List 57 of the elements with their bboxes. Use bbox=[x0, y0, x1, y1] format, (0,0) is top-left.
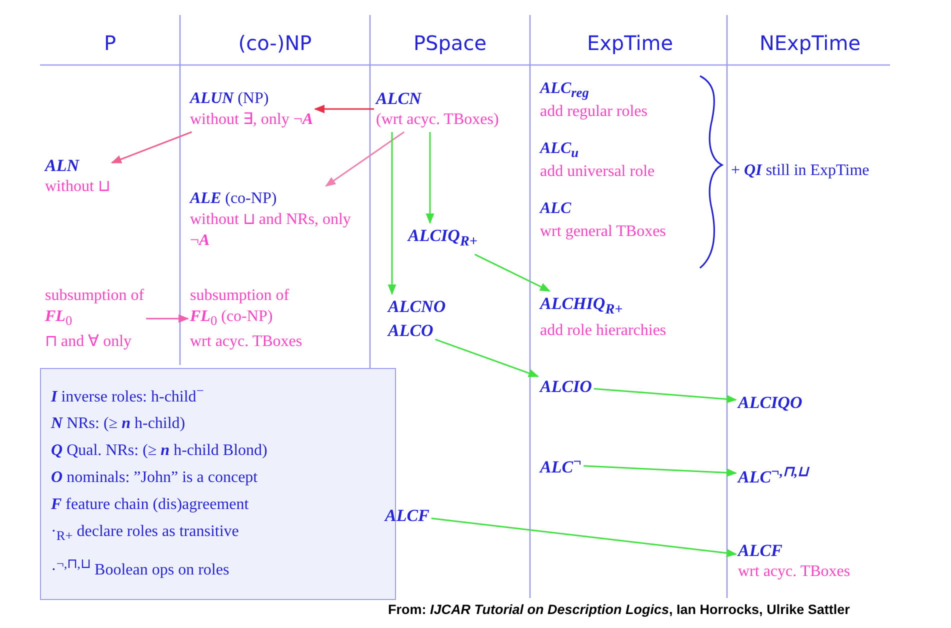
note-text: add role hierarchies bbox=[540, 321, 666, 342]
logic-name: ALCF bbox=[385, 505, 430, 526]
logic-name: ALCIO bbox=[540, 376, 592, 397]
arrow bbox=[388, 132, 396, 296]
logic-name: ALC$_{u}$ bbox=[540, 139, 579, 162]
arrow bbox=[314, 104, 374, 114]
arrow bbox=[474, 254, 551, 292]
note-text: without ∃, only ¬A bbox=[190, 110, 314, 130]
source-caption: From: IJCAR Tutorial on Description Logics, Ian Horrocks, Ulrike Sattler bbox=[388, 602, 850, 617]
note-text: without ⊔ bbox=[45, 177, 110, 197]
key-entry: Q Qual. NRs: (≥ n h-child Blond) bbox=[51, 441, 268, 462]
logic-name: ALCN bbox=[376, 88, 423, 109]
logic-name: ALC$_{reg}$ bbox=[540, 79, 589, 102]
key-entry: O nominals: ”John” is a concept bbox=[51, 468, 259, 488]
note-text: wrt general TBoxes bbox=[540, 222, 666, 242]
key-entry: N NRs: (≥ n h-child) bbox=[51, 414, 186, 434]
logic-name: ALC$^{¬,⊓,⊔}$ bbox=[738, 463, 809, 488]
logic-name: ALN bbox=[45, 155, 80, 176]
logic-name: ALCIQ$_{R+}$ bbox=[408, 225, 478, 252]
logic-name: ALCF bbox=[738, 540, 784, 561]
arrow bbox=[426, 132, 434, 224]
note-text: wrt acyc. TBoxes bbox=[738, 562, 850, 582]
key-entry: ·$^{¬,⊓,⊔}$ Boolean ops on roles bbox=[51, 554, 230, 580]
arrow bbox=[594, 388, 738, 404]
arrow bbox=[110, 131, 192, 164]
logic-name: ALC$^{¬}$ bbox=[540, 453, 582, 478]
arrow bbox=[435, 338, 539, 378]
column-heading: P bbox=[102, 33, 118, 54]
note-text: FL$_{0}$ (co-NP) bbox=[190, 307, 274, 330]
note-text: wrt acyc. TBoxes bbox=[190, 332, 302, 352]
note-text: (wrt acyc. TBoxes) bbox=[376, 110, 499, 130]
note-text: without ⊔ and NRs, only ¬A bbox=[190, 210, 352, 251]
key-entry: ·$_{R+}$ declare roles as transitive bbox=[51, 522, 240, 546]
arrow bbox=[325, 131, 405, 187]
logic-name: ALCHIQ$_{R+}$ bbox=[540, 293, 624, 320]
note-text: add regular roles bbox=[540, 102, 648, 122]
arrow bbox=[146, 314, 190, 323]
note-text: FL$_{0}$ bbox=[45, 307, 74, 330]
column-heading: (co-)NP bbox=[237, 33, 313, 54]
logic-name: ALCNO bbox=[388, 296, 446, 317]
arrow bbox=[584, 465, 738, 477]
column-heading: PSpace bbox=[412, 33, 488, 54]
logic-name: ALUN (NP) bbox=[190, 89, 270, 109]
logic-name: ALCIQO bbox=[738, 392, 802, 413]
logic-name: ALE (co-NP) bbox=[190, 189, 278, 209]
note-text: subsumption of bbox=[190, 286, 290, 306]
note-text: add universal role bbox=[540, 162, 655, 182]
key-entry: I inverse roles: h-child$^{−}$ bbox=[51, 382, 205, 408]
column-heading: ExpTime bbox=[586, 33, 674, 54]
arrow bbox=[431, 518, 738, 558]
logic-name: ALCO bbox=[388, 320, 434, 341]
column-heading: NExpTime bbox=[758, 33, 862, 54]
key-entry: F feature chain (dis)agreement bbox=[51, 495, 250, 516]
note-text: ⊓ and ∀ only bbox=[45, 332, 133, 352]
note-text: + QI still in ExpTime bbox=[731, 161, 870, 181]
logic-name: ALC bbox=[540, 199, 572, 219]
note-text: subsumption of bbox=[45, 286, 144, 306]
